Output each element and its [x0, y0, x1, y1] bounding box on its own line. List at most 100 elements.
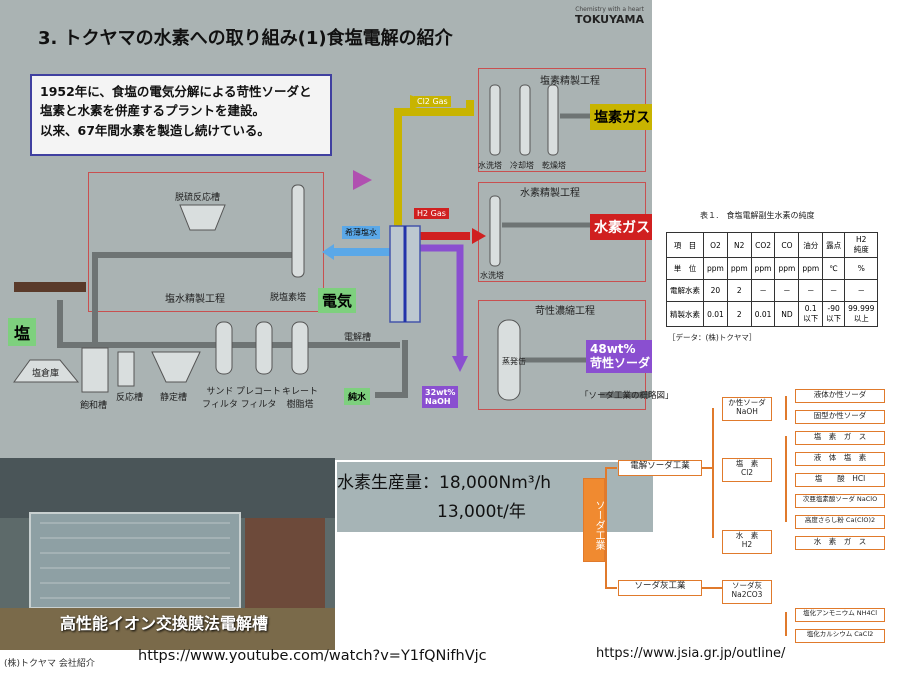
saturator-label: 飽和槽 — [80, 401, 108, 411]
factory-illustration — [0, 458, 335, 650]
reaction-tank — [117, 351, 135, 387]
table-header: N2 — [726, 232, 752, 258]
table-row: 精製水素 0.01 2 0.01 ND 0.1 以下 -90 以下 99.999… — [666, 301, 879, 327]
intro-line: 以来、67年間水素を製造し続けている。 — [40, 122, 270, 138]
chlorine-section-label: 塩素精製工程 — [540, 76, 600, 87]
soda-tree-mid: 水 素 H2 — [722, 530, 772, 554]
soda-tree-root-label: ソーダ工業 — [593, 500, 604, 550]
soda-tree-leaf: 水 素 ガ ス — [795, 536, 885, 550]
soda-tree-mid: ソーダ灰 Na2CO3 — [722, 580, 772, 604]
table-header: CO2 — [750, 232, 776, 258]
intro-box: 1952年に、食塩の電気分解による苛性ソーダと 塩素と水素を併産するプラントを建… — [30, 74, 332, 156]
dechlorination-tower — [291, 184, 305, 278]
sand-filter-label: サンド フィルタ — [202, 387, 238, 410]
table-cell: ppm — [750, 257, 776, 280]
chelate-tower-label: キレート 樹脂塔 — [282, 387, 319, 410]
soda-tree-leaf: 次亜塩素酸ソーダ NaClO — [795, 494, 885, 508]
salt-storage-label: 塩倉庫 — [32, 369, 60, 379]
brand-tagline: Chemistry with a heart — [575, 6, 644, 13]
soda-tree-branch: 電解ソーダ工業 — [618, 460, 702, 476]
brand-name: TOKUYAMA — [574, 13, 644, 26]
evaporator — [497, 319, 521, 401]
h2-tower — [489, 195, 501, 267]
table-header: O2 — [703, 232, 728, 258]
settling-tank-label: 静定槽 — [160, 393, 188, 403]
evaporator-label: 蒸発缶 — [502, 357, 526, 366]
table-cell: 2 — [726, 279, 752, 302]
photo-credit: (株)トクヤマ 会社紹介 — [4, 659, 95, 669]
intro-line: 塩素と水素を併産するプラントを建設。 — [40, 103, 266, 119]
photo-caption: 高性能イオン交換膜法電解槽 — [60, 614, 269, 633]
dilute-brine-arrowhead — [322, 244, 334, 260]
dechlorination-tank — [179, 204, 226, 231]
table-cell: － — [844, 279, 879, 302]
dechlorination-tower-label: 脱塩素塔 — [270, 293, 307, 303]
purity-table-title: 表１. 食塩電解副生水素の純度 — [700, 211, 815, 220]
cooler-label: 冷却塔 — [510, 161, 534, 170]
h2-arrowhead — [472, 228, 486, 244]
table-cell: 電解水素 — [666, 279, 704, 302]
youtube-url-link[interactable]: https://www.youtube.com/watch?v=Y1fQNifh… — [138, 648, 487, 664]
table-header: 項 目 — [666, 232, 704, 258]
table-row: 電解水素 20 2 － － － － － — [666, 279, 879, 302]
electrolyzer-photo: 高性能イオン交換膜法電解槽 — [0, 458, 335, 650]
table-cell: 0.1 以下 — [798, 301, 824, 327]
table-header: H2 純度 — [844, 232, 879, 258]
table-cell: ppm — [798, 257, 824, 280]
salt-input-label: 塩 — [8, 318, 37, 346]
brine-section-label: 塩水精製工程 — [165, 294, 225, 305]
chlorine-gas-product: 塩素ガス — [590, 104, 652, 130]
table-cell: 精製水素 — [666, 301, 704, 327]
salt-pile — [13, 359, 80, 383]
soda-tree-mid: 塩 素 Cl2 — [722, 458, 772, 482]
chelate-tower — [291, 321, 309, 375]
table-cell: ppm — [774, 257, 800, 280]
table-cell: ppm — [703, 257, 728, 280]
flow-marker — [353, 170, 372, 190]
process-slide: 3. トクヤマの水素への取り組み(1)食塩電解の紹介 Chemistry wit… — [0, 0, 652, 460]
table-cell: ppm — [726, 257, 752, 280]
electrolyzer-label: 電解槽 — [344, 333, 372, 343]
table-cell: % — [844, 257, 879, 280]
soda-tree-leaf: 塩化アンモニウム NH4Cl — [795, 608, 885, 622]
cl2-tower-2 — [519, 84, 531, 156]
production-rate: 水素生産量：18,000Nm³/h — [337, 473, 552, 493]
water-wash-label: 水洗塔 — [478, 161, 502, 170]
soda-tree-leaf: 液体か性ソーダ — [795, 389, 885, 403]
table-cell: 20 — [703, 279, 728, 302]
cl2-pipe — [394, 100, 474, 232]
precoat-filter — [255, 321, 273, 375]
table-header: CO — [774, 232, 800, 258]
table-cell: 0.01 — [750, 301, 776, 327]
table-header: 露点 — [822, 232, 846, 258]
soda-tree-leaf: 塩 素 ガ ス — [795, 431, 885, 445]
table-cell: ND — [774, 301, 800, 327]
soda-tree-leaf: 液 体 塩 素 — [795, 452, 885, 466]
settling-tank — [151, 351, 201, 383]
soda-tree-branch: ソーダ灰工業 — [618, 580, 702, 596]
h2-gas-label: H2 Gas — [414, 208, 449, 219]
naoh-pipe — [420, 244, 464, 360]
table-cell: － — [798, 279, 824, 302]
soda-tree-leaf: 固型か性ソーダ — [795, 410, 885, 424]
hydrogen-section-label: 水素精製工程 — [520, 188, 580, 199]
cl2-tower-3 — [547, 84, 559, 156]
cl2-tower-1 — [489, 84, 501, 156]
table-cell: -90 以下 — [822, 301, 846, 327]
soda-tree-leaf: 塩化カルシウム CaCl2 — [795, 629, 885, 643]
pipe-water — [375, 340, 408, 398]
soda-tree-title: 「ソーダ工業の概略図」 — [580, 391, 674, 401]
electricity-input-label: 電気 — [318, 288, 357, 313]
caustic-product: 48wt% 苛性ソーダ — [586, 340, 652, 373]
soda-tree-root: ソーダ工業 — [583, 478, 605, 562]
jsia-url-link[interactable]: https://www.jsia.gr.jp/outline/ — [596, 646, 786, 661]
brine-process-frame — [88, 172, 324, 312]
table-cell: 2 — [726, 301, 752, 327]
saturator — [81, 347, 109, 393]
pipe-main — [57, 300, 400, 348]
brand-logo: Chemistry with a heart TOKUYAMA — [575, 6, 644, 26]
table-cell: － — [822, 279, 846, 302]
table-cell: 単 位 — [666, 257, 704, 280]
table-header-row: 項 目 O2 N2 CO2 CO 油分 露点 H2 純度 — [666, 232, 879, 258]
reaction-tank-label: 反応槽 — [116, 393, 144, 403]
